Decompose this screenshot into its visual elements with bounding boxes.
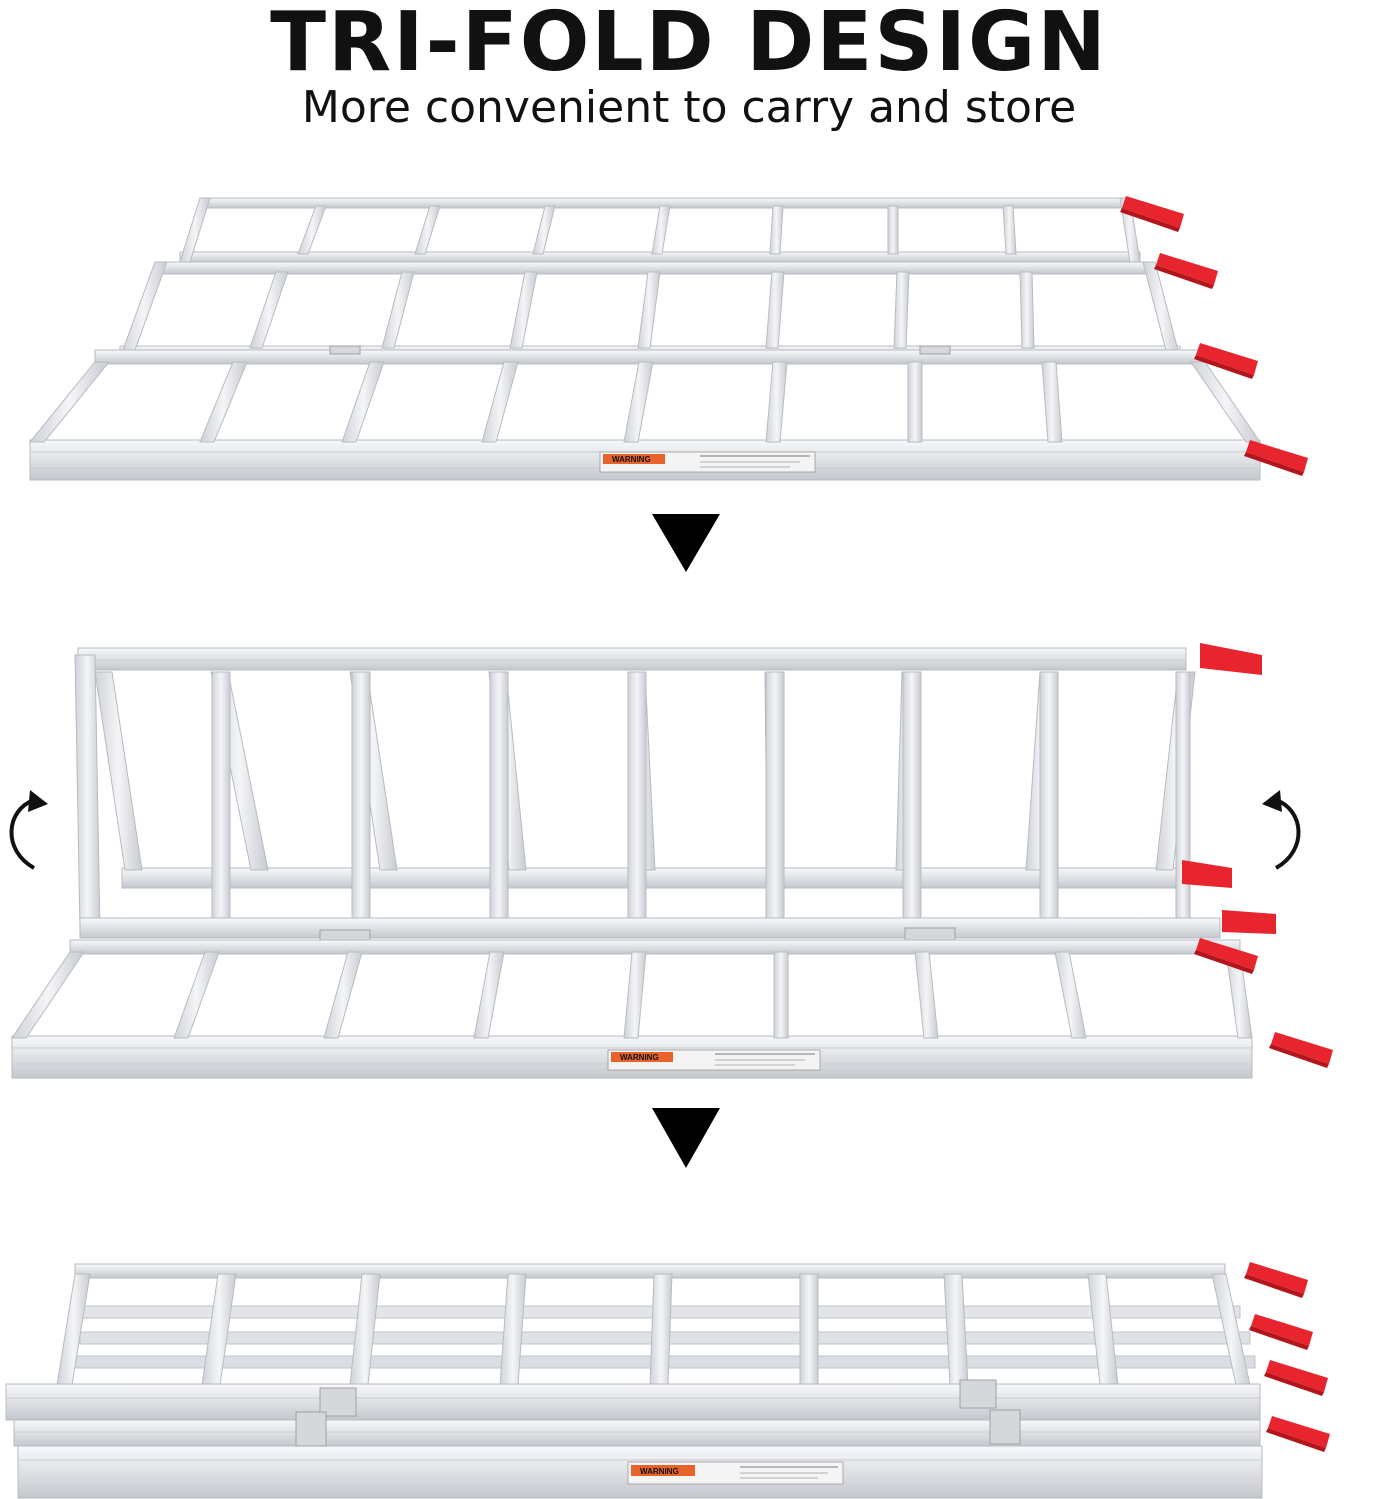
page-subtitle: More convenient to carry and store [301,82,1077,133]
warning-decal: WARNING [607,1049,821,1071]
red-handle [1200,643,1262,675]
ramp-half-folded: WARNING [11,643,1333,1079]
warning-decal-text: WARNING [640,1467,679,1476]
warning-decal-text: WARNING [620,1053,659,1062]
red-handle [1269,1032,1333,1068]
ramp-unfolded: WARNING [28,196,1308,481]
red-handle [1264,1360,1328,1396]
red-handle [1266,1416,1330,1452]
red-handle [1249,1314,1313,1350]
warning-decal: WARNING [627,1461,844,1485]
warning-decal-text: WARNING [612,455,651,464]
rotate-clockwise-icon [1262,790,1301,870]
ramp-panel-top [179,197,1141,263]
warning-decal: WARNING [599,451,816,473]
red-handle [1222,910,1276,934]
ramp-panel-bottom: WARNING [28,345,1261,481]
page-title: TRI-FOLD DESIGN [270,0,1108,90]
red-handle [1244,1262,1308,1298]
red-handle [1154,253,1218,289]
down-triangle-icon [652,514,720,572]
ramp-fully-folded: WARNING [5,1262,1330,1499]
ramp-panel-middle [119,261,1181,359]
rotate-counterclockwise-icon [9,790,48,870]
down-triangle-icon [652,1108,720,1168]
red-handle [1182,860,1232,888]
